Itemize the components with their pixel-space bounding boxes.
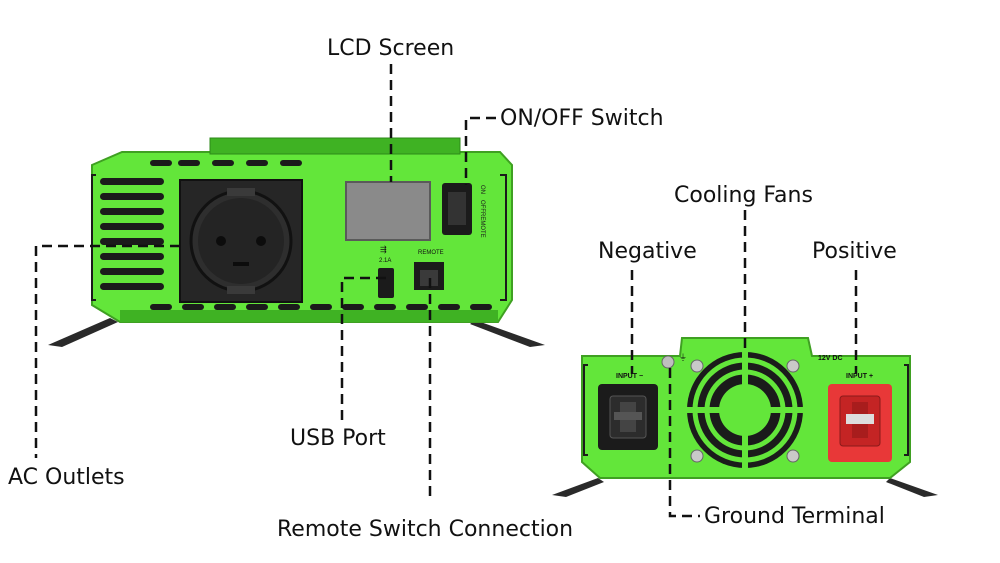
on-off-switch[interactable]: ON OFF REMOTE [442,183,485,238]
input-positive-label: INPUT + [846,373,873,380]
label-cooling-fans: Cooling Fans [674,183,813,208]
negative-terminal: INPUT − [598,373,658,450]
label-ground-terminal: Ground Terminal [704,504,885,529]
label-ac-outlets: AC Outlets [8,465,125,490]
leader-switch [464,116,496,185]
switch-off-label: OFF [479,200,485,212]
switch-remote-label: REMOTE [479,212,485,238]
usb-rating: 2.1A [379,258,391,264]
usb-icon: ⇶ [380,245,387,254]
label-lcd-screen: LCD Screen [327,36,455,61]
ground-terminal[interactable]: ⏚ [661,353,687,369]
front-inverter: ON OFF REMOTE ⇶ 2.1A REMOTE [48,137,545,347]
left-vent-slots [100,178,164,290]
rear-inverter: INPUT − ⏚ 12V DC INPUT + [552,337,938,497]
ground-symbol: ⏚ [679,353,687,362]
rear-right-foot [886,478,938,497]
switch-on-label: ON [479,185,485,194]
label-remote-switch-connection: Remote Switch Connection [277,517,574,542]
input-negative-label: INPUT − [616,373,643,380]
left-foot [48,318,118,347]
label-usb-port: USB Port [290,426,386,451]
leader-ground [668,368,700,518]
usb-port[interactable]: ⇶ 2.1A [378,245,394,298]
bottom-vent-slots [150,304,492,310]
label-positive: Positive [812,239,897,264]
top-vent-slots [150,160,302,166]
rear-left-foot [552,478,604,497]
voltage-label: 12V DC [818,355,843,362]
remote-port[interactable]: REMOTE [414,250,444,290]
label-negative: Negative [598,239,697,264]
remote-label: REMOTE [418,250,444,256]
cooling-fan [687,352,803,468]
ac-outlet [179,179,303,303]
positive-terminal: 12V DC INPUT + [818,355,892,462]
lcd-screen [345,181,431,241]
callout-leaders [34,64,858,518]
right-foot [470,320,545,347]
leader-ac-outlets [34,244,180,458]
label-on-off-switch: ON/OFF Switch [500,106,664,131]
